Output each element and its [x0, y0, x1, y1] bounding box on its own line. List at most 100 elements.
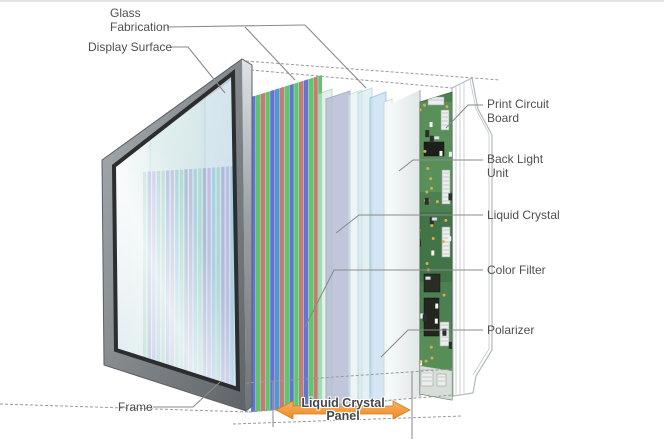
leader-glass-fabrication-a	[244, 26, 296, 81]
smd-part	[439, 150, 443, 156]
smd-part	[425, 130, 430, 138]
solder-dot	[435, 200, 439, 204]
smd-part	[442, 328, 447, 336]
solder-dot	[441, 240, 445, 244]
leader-glass-fabrication-b	[304, 24, 367, 89]
guide-dashed-lines	[232, 60, 501, 425]
label-glass-fabrication: Glass Fabrication	[110, 6, 169, 34]
rgb-stripe	[294, 75, 299, 412]
liquid-crystal-layer	[325, 90, 351, 407]
guide-dashed-line-bottom-left	[0, 403, 250, 413]
leader-polarizer	[380, 329, 483, 358]
smd-part	[435, 303, 439, 309]
label-display-surface: Display Surface	[88, 40, 173, 54]
label-line: Unit	[487, 166, 509, 180]
rgb-stripe	[255, 75, 261, 412]
display-surface-glass	[115, 74, 237, 388]
frame-part	[101, 58, 253, 412]
solder-dot	[425, 262, 429, 266]
ic-chip	[423, 141, 445, 157]
frame-outline	[101, 58, 253, 412]
solder-dot	[430, 186, 434, 190]
backlight-unit-part	[390, 90, 420, 400]
pcb-components	[420, 96, 452, 400]
smd-part	[420, 313, 424, 319]
solder-dot	[429, 345, 433, 349]
connector	[440, 109, 450, 131]
solder-dot	[430, 356, 434, 360]
smd-part	[424, 197, 429, 205]
rgb-stripe	[251, 75, 256, 412]
connector	[420, 369, 434, 387]
back-cover-part	[451, 77, 493, 397]
frame-side-face	[242, 59, 252, 411]
rgb-stripe	[279, 75, 285, 412]
label-line: Back Light	[487, 152, 544, 166]
smd-part	[448, 151, 452, 157]
label-color-filter: Color Filter	[487, 263, 546, 277]
label-line: Fabrication	[110, 20, 170, 34]
smd-part	[434, 318, 438, 324]
label-liquid-crystal-panel: Liquid Crystal Panel	[283, 397, 403, 423]
guide-dashed-bottom-3	[232, 415, 463, 425]
smd-part	[431, 250, 435, 256]
rgb-stripe	[289, 75, 294, 412]
leader-back-light-unit	[398, 159, 483, 172]
guide-dashed-bottom-1	[248, 394, 454, 413]
leader-liquid-crystal	[335, 214, 483, 234]
label-back-light-unit: Back Light Unit	[487, 152, 543, 180]
panel-extent-measure	[272, 372, 413, 439]
connector	[436, 373, 447, 387]
smd-part	[425, 276, 431, 280]
solder-dot	[425, 190, 429, 194]
smd-part	[429, 135, 434, 143]
rgb-stripe	[270, 75, 275, 412]
smd-part	[431, 217, 438, 221]
leader-glass-fabrication	[166, 24, 306, 28]
double-arrow-icon	[275, 400, 411, 420]
leader-frame	[153, 381, 221, 408]
label-frame: Frame	[118, 400, 153, 414]
smd-part	[434, 136, 440, 140]
leader-lines	[153, 24, 483, 408]
rgb-stripe	[260, 75, 265, 412]
label-polarizer: Polarizer	[487, 323, 535, 337]
rgb-stripe	[313, 75, 318, 412]
rgb-stripe	[303, 75, 309, 412]
rgb-stripe	[284, 75, 289, 412]
frame-inner-border	[111, 68, 241, 392]
guide-dashed-bottom-2	[245, 368, 454, 384]
label-line: Panel	[326, 409, 360, 423]
solder-dot	[420, 108, 422, 112]
smd-part	[448, 193, 452, 201]
smd-part	[448, 341, 452, 349]
solder-dot	[426, 166, 430, 170]
smd-part	[420, 239, 422, 247]
connector	[427, 96, 445, 106]
rgb-stripe	[299, 75, 304, 412]
smd-part	[422, 314, 427, 322]
label-line: Glass	[110, 6, 141, 20]
solder-dot	[424, 359, 428, 363]
leader-display-surface	[170, 46, 226, 94]
solder-dot	[442, 293, 446, 297]
guide-dashed-top-2	[250, 69, 453, 89]
smd-part	[429, 121, 433, 127]
solder-dot	[420, 360, 422, 364]
solder-dot	[445, 105, 449, 109]
solder-dot	[444, 218, 448, 222]
label-liquid-crystal: Liquid Crystal	[487, 208, 560, 222]
solder-dot	[429, 177, 433, 181]
label-line: Liquid Crystal	[301, 396, 385, 410]
layer-stack	[246, 75, 421, 413]
rgb-stripe	[275, 75, 280, 412]
smd-part	[448, 236, 452, 242]
solder-dot	[430, 224, 434, 228]
rgb-stripe	[308, 75, 313, 412]
solder-dot	[423, 149, 427, 153]
connector	[441, 169, 451, 205]
label-print-circuit-board: Print Circuit Board	[487, 97, 549, 125]
leader-print-circuit-board	[445, 104, 483, 129]
rgb-stripe	[265, 75, 270, 412]
